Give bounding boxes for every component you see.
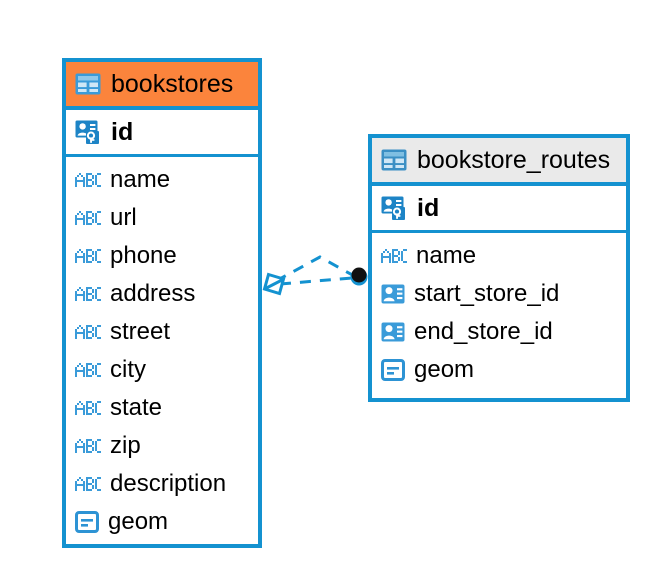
relationship-edge-upper (275, 255, 357, 283)
abc-text-icon (75, 287, 101, 301)
field-row[interactable]: description (66, 465, 258, 503)
field-row[interactable]: state (66, 389, 258, 427)
abc-text-icon (75, 477, 101, 491)
field-label: geom (414, 356, 475, 383)
field-row[interactable]: name (372, 237, 626, 275)
geometry-icon (75, 511, 99, 533)
field-label: geom (108, 508, 169, 535)
field-row[interactable]: start_store_id (372, 275, 626, 313)
filled-circle-marker-icon (350, 267, 368, 286)
field-row[interactable]: city (66, 351, 258, 389)
field-label: id (417, 193, 440, 222)
entity-header-bookstores[interactable]: bookstores (66, 62, 258, 110)
field-label: zip (110, 432, 141, 459)
entity-bookstores[interactable]: bookstores (62, 58, 262, 548)
field-label: name (416, 242, 477, 269)
field-row[interactable]: street (66, 313, 258, 351)
field-row[interactable]: end_store_id (372, 313, 626, 351)
entity-title: bookstore_routes (417, 145, 611, 174)
rhombus-marker-icon (262, 272, 286, 296)
geometry-icon (381, 359, 405, 381)
field-row[interactable]: zip (66, 427, 258, 465)
field-label: phone (110, 242, 177, 269)
field-label: state (110, 394, 163, 421)
abc-text-icon (381, 249, 407, 263)
field-label: end_store_id (414, 318, 553, 345)
field-row[interactable]: url (66, 199, 258, 237)
foreign-key-icon (381, 283, 405, 305)
field-label: id (111, 117, 134, 146)
abc-text-icon (75, 363, 101, 377)
abc-text-icon (75, 173, 101, 187)
field-label: street (110, 318, 171, 345)
field-row[interactable]: geom (66, 503, 258, 541)
entity-title: bookstores (111, 69, 234, 98)
field-label: start_store_id (414, 280, 560, 307)
field-list-bookstores: name (66, 157, 258, 547)
field-row-primary-key[interactable]: id (372, 186, 626, 233)
field-row[interactable]: geom (372, 351, 626, 389)
field-row[interactable]: phone (66, 237, 258, 275)
primary-key-icon (381, 196, 407, 220)
field-row[interactable]: address (66, 275, 258, 313)
abc-text-icon (75, 211, 101, 225)
primary-key-icon (75, 120, 101, 144)
abc-text-icon (75, 401, 101, 415)
table-icon (381, 149, 407, 171)
abc-text-icon (75, 325, 101, 339)
entity-bookstore-routes[interactable]: bookstore_routes (368, 134, 630, 402)
foreign-key-icon (381, 321, 405, 343)
field-list-bookstore-routes: name start_store_id (372, 233, 626, 395)
field-row[interactable]: name (66, 161, 258, 199)
field-label: city (110, 356, 146, 383)
table-icon (75, 73, 101, 95)
field-label: name (110, 166, 171, 193)
field-label: url (110, 204, 137, 231)
abc-text-icon (75, 439, 101, 453)
entity-header-bookstore-routes[interactable]: bookstore_routes (372, 138, 626, 186)
field-label: address (110, 280, 196, 307)
field-label: description (110, 470, 227, 497)
field-row-primary-key[interactable]: id (66, 110, 258, 157)
abc-text-icon (75, 249, 101, 263)
relationship-edge-lower (279, 276, 353, 286)
